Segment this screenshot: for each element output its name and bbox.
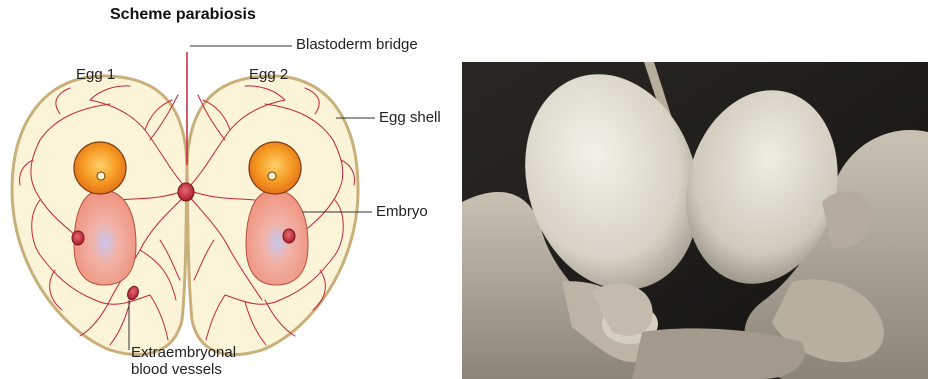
extraembryonal-vessels-label: Extraembryonal blood vessels [131, 344, 236, 378]
vessels-label-line-2: blood vessels [131, 361, 236, 378]
photo-hands-holding-two-eggs [462, 62, 928, 379]
parabiosis-diagram [0, 0, 460, 379]
vessels-label-line-1: Extraembryonal [131, 344, 236, 361]
vessel-node-egg-1 [72, 231, 84, 245]
egg-shell-label: Egg shell [379, 109, 441, 126]
embryo-egg-2 [246, 142, 308, 285]
egg-1-label: Egg 1 [76, 66, 115, 83]
vessel-node-egg-2 [283, 229, 295, 243]
blastoderm-bridge-label: Blastoderm bridge [296, 36, 418, 53]
embryo-label: Embryo [376, 203, 428, 220]
egg-2-label: Egg 2 [249, 66, 288, 83]
